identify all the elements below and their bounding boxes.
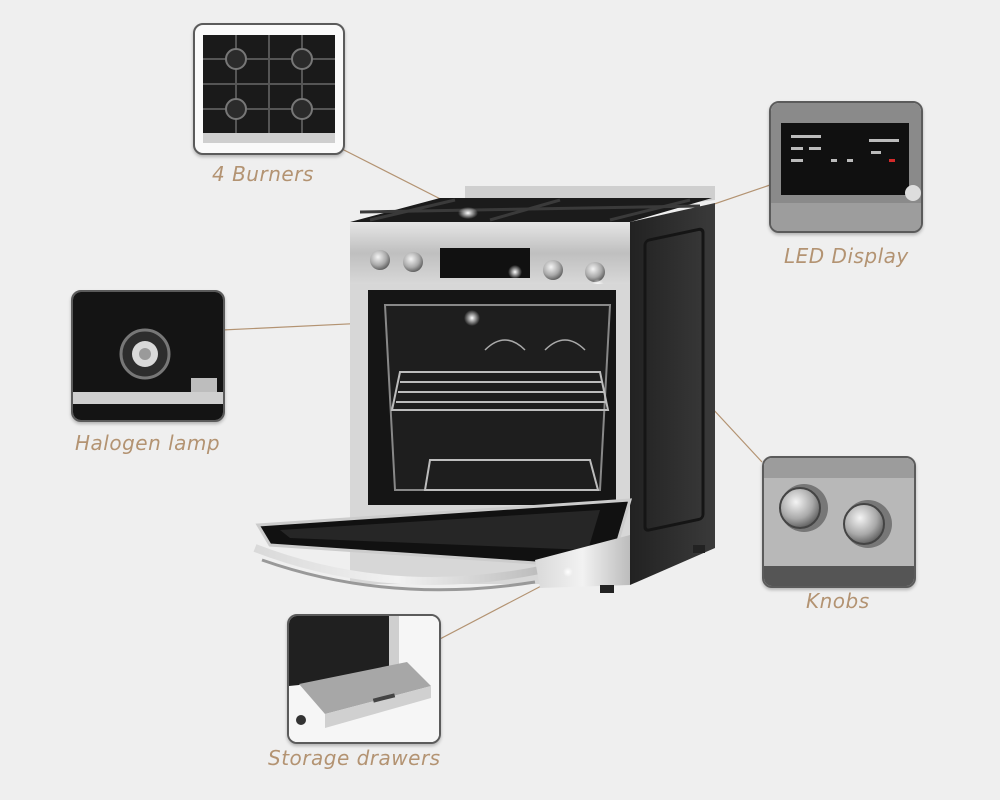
halogen-lamp-label: Halogen lamp <box>75 431 221 455</box>
storage-drawers-label: Storage drawers <box>268 746 441 770</box>
knob-icon <box>764 458 914 586</box>
knob <box>543 260 563 280</box>
knob <box>403 252 423 272</box>
knobs-thumbnail <box>762 456 916 588</box>
storage-drawers-thumbnail <box>287 614 441 744</box>
halogen-lamp-thumbnail <box>71 290 225 422</box>
knob <box>370 250 390 270</box>
control-panel-icon <box>771 103 921 231</box>
door-handle <box>253 544 541 585</box>
burner-grate-icon <box>203 35 335 143</box>
burners-label: 4 Burners <box>212 162 314 186</box>
knobs-label: Knobs <box>806 589 870 613</box>
lamp-icon <box>73 292 223 420</box>
burners-thumbnail <box>193 23 345 155</box>
led-display-thumbnail <box>769 101 923 233</box>
led-display-label: LED Display <box>784 244 909 268</box>
storage-drawer-front <box>535 535 630 588</box>
knob <box>585 262 605 282</box>
oven-cavity <box>383 304 612 491</box>
stove-side-panel <box>630 203 715 585</box>
drawer-icon <box>289 616 439 742</box>
